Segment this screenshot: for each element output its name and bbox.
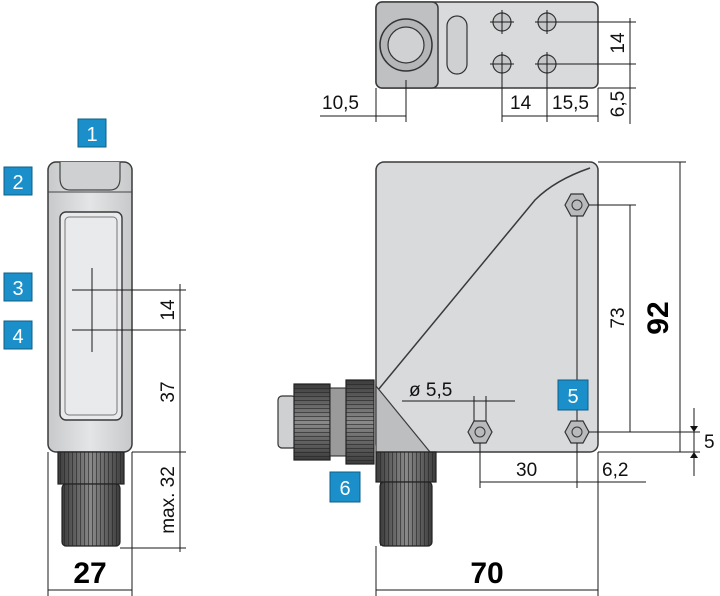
side-view-housing [375, 161, 599, 453]
svg-text:4: 4 [12, 326, 23, 348]
dim-6-5: 6,5 [608, 91, 629, 117]
badge-4: 4 [3, 320, 33, 350]
dim-max-32: max. 32 [158, 466, 179, 534]
callout-badges: 1 2 3 4 5 6 [3, 118, 589, 503]
svg-text:2: 2 [12, 172, 23, 194]
badge-5: 5 [557, 379, 589, 411]
dim-73: 73 [608, 307, 629, 328]
slot-icon [446, 15, 468, 75]
front-view: 14 37 max. 32 27 [47, 161, 186, 596]
side-view: 73 92 5 ø 5,5 30 6,2 70 [277, 161, 715, 596]
dim-diameter-5-5: ø 5,5 [409, 380, 452, 401]
hex-nut-icon [564, 420, 590, 444]
dim-6-2: 6,2 [602, 460, 628, 481]
svg-text:5: 5 [567, 386, 578, 408]
dim-27: 27 [73, 557, 106, 590]
dim-37: 37 [158, 381, 179, 402]
dim-14-horizontal: 14 [510, 93, 532, 114]
hex-nut-icon [564, 193, 590, 217]
hex-nut-icon [467, 420, 493, 444]
dim-15-5: 15,5 [552, 93, 589, 114]
lens-window [59, 211, 123, 421]
badge-2: 2 [3, 166, 33, 196]
dim-30: 30 [516, 460, 537, 481]
badge-1: 1 [77, 118, 107, 148]
svg-text:3: 3 [12, 278, 23, 300]
svg-text:6: 6 [339, 478, 350, 500]
dim-92: 92 [642, 301, 675, 334]
dim-70: 70 [470, 557, 503, 590]
dim-5: 5 [704, 432, 715, 453]
svg-text:1: 1 [86, 124, 97, 146]
badge-3: 3 [3, 272, 33, 302]
dim-14-side: 14 [158, 299, 179, 321]
dim-10-5: 10,5 [322, 93, 359, 114]
badge-6: 6 [329, 471, 361, 503]
dim-14-vertical: 14 [608, 32, 629, 54]
top-view: 10,5 14 15,5 14 6,5 [320, 1, 636, 124]
